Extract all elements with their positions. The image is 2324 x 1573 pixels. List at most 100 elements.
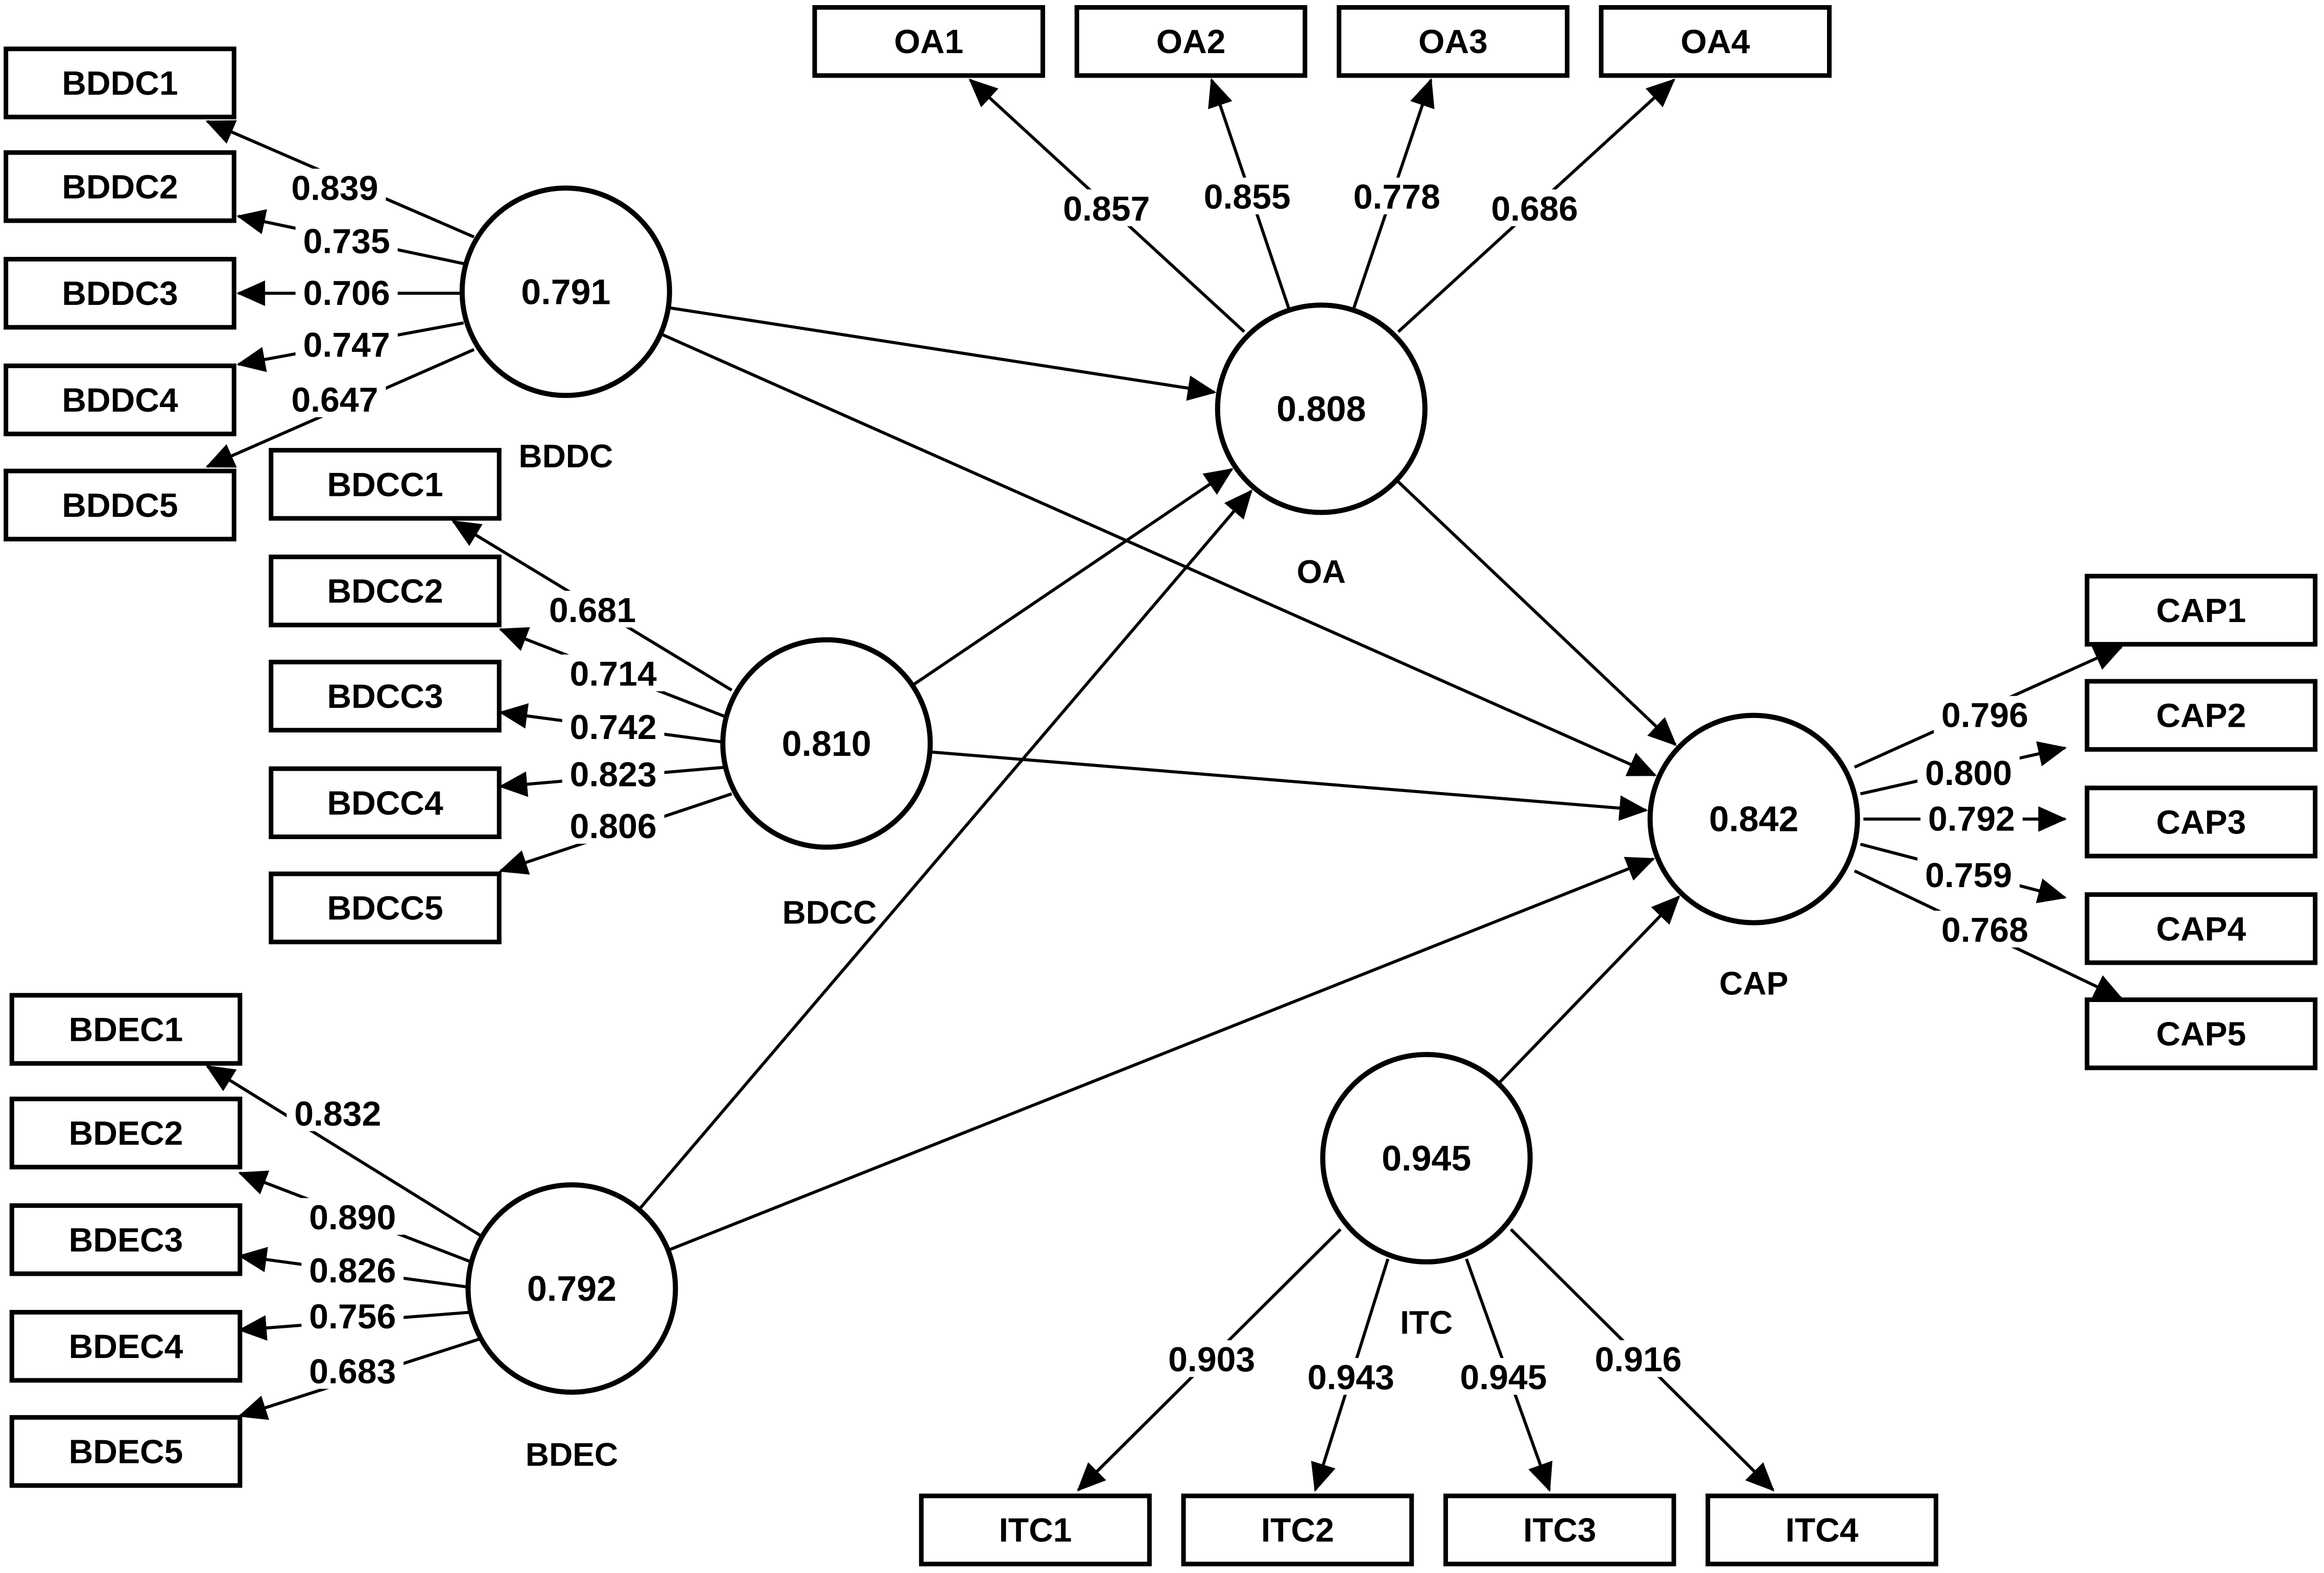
construct-value: 0.945 bbox=[1382, 1138, 1471, 1178]
indicator-box bbox=[1705, 1493, 1938, 1566]
loading-label-bg bbox=[301, 1198, 404, 1235]
construct-name: BDDC bbox=[518, 438, 613, 474]
loading-label-bg bbox=[295, 222, 398, 259]
indicator-label: BDDC4 bbox=[62, 381, 178, 419]
loading-label-bg bbox=[295, 325, 398, 363]
indicator-label: CAP2 bbox=[2156, 697, 2246, 734]
indicator-box bbox=[9, 1415, 243, 1488]
indicator-label: BDCC5 bbox=[327, 889, 443, 927]
construct-circle bbox=[1215, 302, 1428, 515]
loading-value-bddc2: 0.735 bbox=[303, 222, 390, 261]
loading-value-cap4: 0.759 bbox=[1925, 856, 2012, 895]
indicator-bdcc5: BDCC5 bbox=[269, 871, 502, 944]
loading-value-bdcc3: 0.742 bbox=[570, 708, 657, 747]
loading-label-bg bbox=[1196, 177, 1298, 214]
indicator-box bbox=[2084, 892, 2318, 965]
indicator-label: ITC3 bbox=[1523, 1511, 1596, 1549]
indicator-box bbox=[269, 448, 502, 521]
loading-value-cap1: 0.796 bbox=[1941, 696, 2028, 735]
loading-arrow-bdec1 bbox=[205, 1065, 481, 1237]
indicator-box bbox=[812, 5, 1046, 78]
indicator-cap1: CAP1 bbox=[2084, 574, 2318, 647]
loading-value-bddc4: 0.747 bbox=[303, 326, 390, 365]
indicator-box bbox=[4, 46, 236, 120]
path-itc-to-cap bbox=[1497, 895, 1680, 1085]
loading-label-bg bbox=[1920, 799, 2023, 837]
loading-value-oa2: 0.855 bbox=[1204, 178, 1291, 217]
indicator-label: BDEC4 bbox=[69, 1327, 183, 1365]
indicator-box bbox=[2084, 997, 2318, 1070]
loading-label-bg bbox=[283, 169, 386, 206]
loading-value-oa1: 0.857 bbox=[1063, 189, 1150, 228]
indicator-box bbox=[269, 871, 502, 944]
indicator-cap5: CAP5 bbox=[2084, 997, 2318, 1070]
indicator-oa3: OA3 bbox=[1337, 5, 1570, 78]
indicator-itc3: ITC3 bbox=[1443, 1493, 1676, 1566]
indicator-cap3: CAP3 bbox=[2084, 785, 2318, 859]
loading-value-bdec1: 0.832 bbox=[294, 1094, 381, 1133]
indicator-bdec1: BDEC1 bbox=[9, 993, 243, 1066]
loading-label-bg bbox=[1934, 911, 2036, 948]
loading-value-itc1: 0.903 bbox=[1168, 1340, 1255, 1379]
loading-value-bdcc2: 0.714 bbox=[570, 655, 657, 694]
indicator-bdec5: BDEC5 bbox=[9, 1415, 243, 1488]
indicator-box bbox=[9, 1097, 243, 1170]
path-bdcc-to-oa bbox=[911, 468, 1234, 687]
loading-value-oa4: 0.686 bbox=[1491, 189, 1578, 228]
indicator-label: BDCC2 bbox=[327, 572, 443, 610]
indicator-label: BDEC3 bbox=[69, 1221, 183, 1258]
indicator-label: BDCC1 bbox=[327, 465, 443, 503]
loading-label-bg bbox=[1483, 189, 1586, 226]
construct-name: OA bbox=[1297, 553, 1346, 590]
indicator-itc4: ITC4 bbox=[1705, 1493, 1938, 1566]
loading-label-bg bbox=[562, 807, 665, 844]
construct-name: CAP bbox=[1719, 965, 1788, 1002]
construct-value: 0.808 bbox=[1276, 389, 1366, 428]
construct-value: 0.792 bbox=[527, 1269, 616, 1308]
indicator-box bbox=[269, 659, 502, 733]
indicator-label: CAP4 bbox=[2156, 910, 2246, 947]
indicator-box bbox=[4, 257, 236, 330]
loading-label-bg bbox=[1299, 1358, 1402, 1395]
loading-value-bddc5: 0.647 bbox=[291, 380, 378, 419]
loading-value-bdec4: 0.756 bbox=[309, 1297, 396, 1336]
loading-value-bddc1: 0.839 bbox=[291, 169, 378, 207]
indicator-bdcc4: BDCC4 bbox=[269, 766, 502, 839]
indicator-label: BDCC4 bbox=[327, 784, 443, 822]
indicator-label: OA2 bbox=[1156, 22, 1226, 60]
indicator-bddc2: BDDC2 bbox=[4, 150, 236, 223]
indicator-bddc3: BDDC3 bbox=[4, 257, 236, 330]
indicator-bdcc1: BDCC1 bbox=[269, 448, 502, 521]
construct-value: 0.810 bbox=[782, 724, 871, 764]
indicator-label: CAP1 bbox=[2156, 591, 2246, 629]
indicator-box bbox=[4, 150, 236, 223]
loading-value-cap5: 0.768 bbox=[1941, 911, 2028, 949]
indicator-label: OA3 bbox=[1418, 22, 1488, 60]
indicator-bddc5: BDDC5 bbox=[4, 468, 236, 542]
loading-value-bdcc5: 0.806 bbox=[570, 807, 657, 846]
indicator-box bbox=[1337, 5, 1570, 78]
indicator-box bbox=[1599, 5, 1832, 78]
indicator-label: BDDC2 bbox=[62, 168, 178, 205]
loading-label-bg bbox=[1345, 177, 1448, 214]
indicator-bdec2: BDEC2 bbox=[9, 1097, 243, 1170]
construct-name: BDEC bbox=[526, 1436, 618, 1473]
indicator-label: CAP3 bbox=[2156, 803, 2246, 841]
indicator-label: OA4 bbox=[1680, 22, 1750, 60]
loading-label-bg bbox=[562, 654, 665, 692]
indicator-box bbox=[9, 993, 243, 1066]
loading-label-bg bbox=[301, 1251, 404, 1289]
construct-circle bbox=[465, 1182, 678, 1395]
indicator-bdcc3: BDCC3 bbox=[269, 659, 502, 733]
loading-value-cap3: 0.792 bbox=[1928, 800, 2015, 839]
indicator-box bbox=[9, 1309, 243, 1383]
indicator-box bbox=[4, 468, 236, 542]
indicator-box bbox=[2084, 574, 2318, 647]
indicator-bddc4: BDDC4 bbox=[4, 363, 236, 437]
